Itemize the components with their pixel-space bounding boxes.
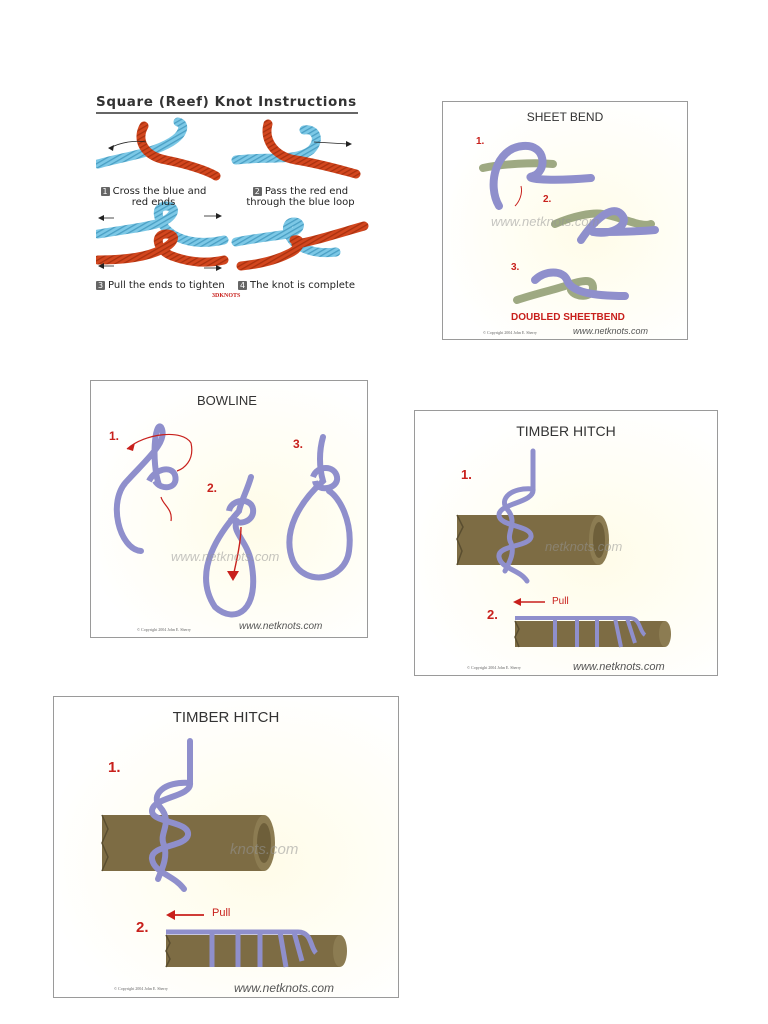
watermark: knots.com [230,841,299,858]
timber-hitch-small-panel: TIMBER HITCH 1. 2. Pull netknots.com © C… [414,410,718,676]
doubled-sheetbend-label: DOUBLED SHEETBEND [511,312,625,323]
bowline-panel: BOWLINE 1. 2. 3. www.netknots.com © Copy… [90,380,368,638]
step-label: 3. [511,262,520,273]
pull-label: Pull [552,596,569,607]
copyright: © Copyright 2004 John E. Sherry [114,986,168,991]
step-text: The knot is complete [250,280,355,291]
step-number-badge: 1 [100,187,110,196]
site-url: www.netknots.com [239,621,323,632]
panel-title: SHEET BEND [526,110,604,124]
site-url: www.netknots.com [234,981,335,995]
step-number-badge: 2 [252,187,262,196]
step-label: 1. [108,759,121,776]
square-knot-illustrations [96,117,369,271]
site-url: www.netknots.com [573,326,649,336]
step-label: 1. [109,429,120,443]
step-text: Pass the red end through the blue loop [246,186,355,208]
panel-title: TIMBER HITCH [172,709,280,726]
timber-hitch-large-panel: TIMBER HITCH 1. 2. Pull knots.com © Copy… [53,696,399,998]
step-number-badge: 3 [96,281,105,290]
timber-hitch-large-illustration [101,738,347,968]
step-text: Pull the ends to tighten [108,280,225,291]
step-label: 1. [461,467,472,482]
step-label: 3. [293,437,304,451]
square-step-1-illustration [96,117,221,181]
square-step-4-illustration [231,217,369,271]
step-label: 2. [543,194,552,205]
step-label: 1. [476,136,485,147]
step-label: 2. [207,481,218,495]
sheet-bend-panel: SHEET BEND 1. 2. 3. www.netknots.com DOU… [442,101,688,340]
step-text: Cross the blue and red ends [112,186,207,208]
sheet-bend-illustration [479,141,659,304]
watermark: www.netknots.com [491,214,600,229]
step-label: 2. [487,607,498,622]
watermark: www.netknots.com [171,549,280,564]
pull-label: Pull [212,907,231,919]
timber-hitch-small-illustration [456,448,671,648]
square-knot-title: Square (Reef) Knot Instructions [96,94,357,110]
watermark: netknots.com [545,539,623,554]
step-label: 2. [136,919,149,936]
panel-title: BOWLINE [197,393,257,408]
brand-logo: 3DKNOTS [212,293,241,299]
title-divider [96,112,358,114]
site-url: www.netknots.com [573,661,665,673]
square-knot-panel: Square (Reef) Knot Instructions [96,94,371,306]
panel-title: TIMBER HITCH [516,423,616,439]
square-step-2-illustration [231,119,361,179]
copyright: © Copyright 2004 John E. Sherry [137,627,191,632]
copyright: © Copyright 2004 John E. Sherry [483,330,537,335]
copyright: © Copyright 2004 John E. Sherry [467,665,521,670]
step-number-badge: 4 [238,281,247,290]
bowline-illustration [113,423,353,618]
square-step-3-illustration [96,201,229,271]
